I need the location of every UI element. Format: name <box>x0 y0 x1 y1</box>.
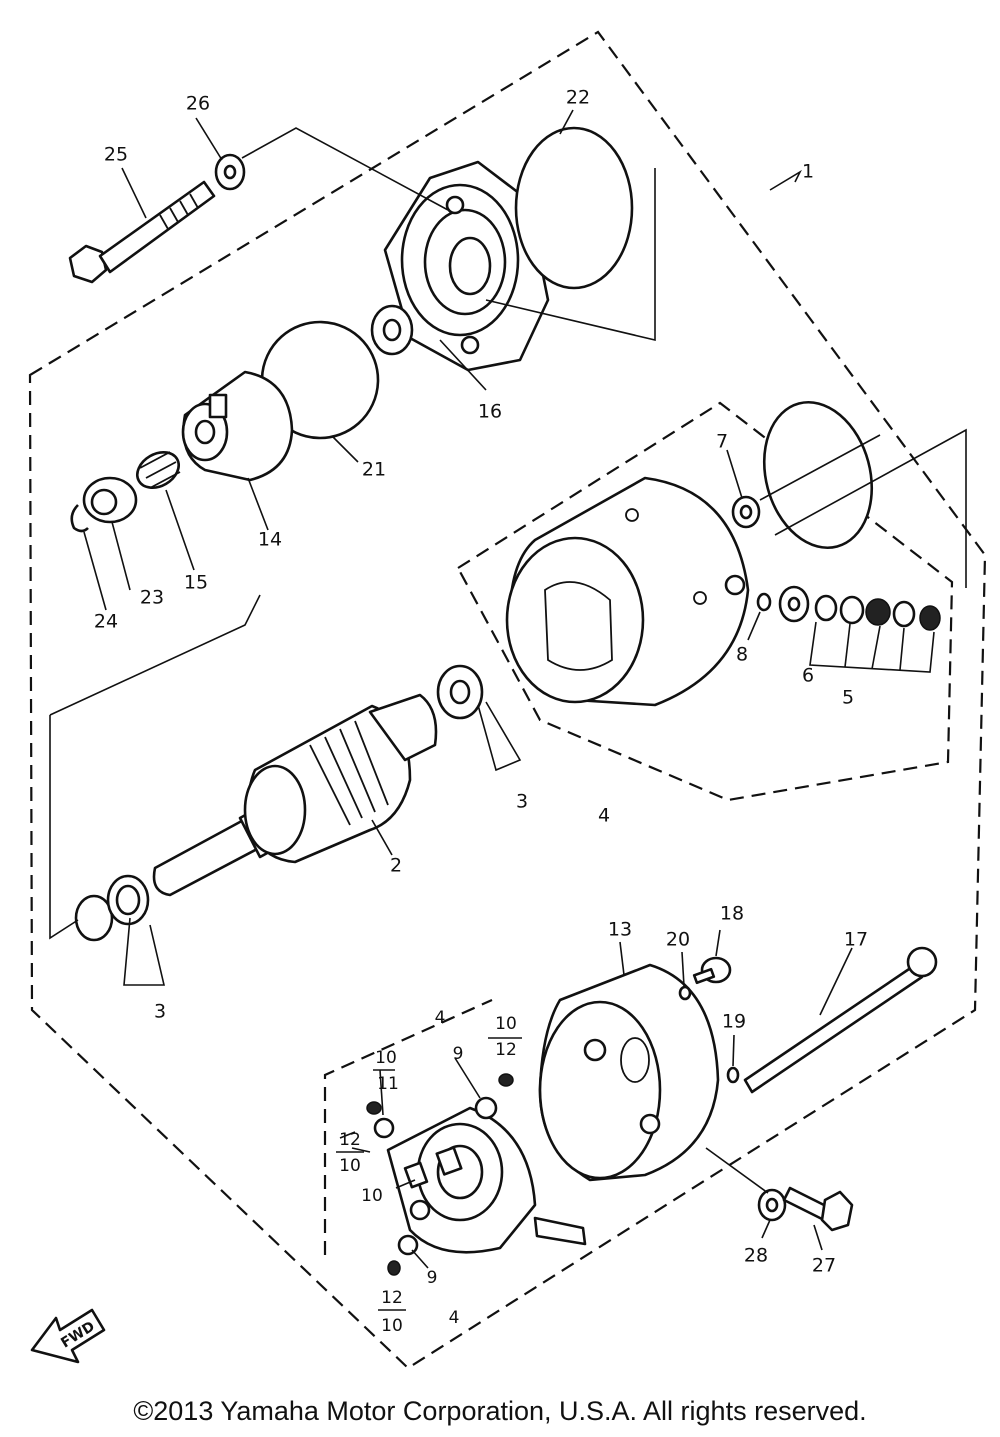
washer-19 <box>726 1066 740 1084</box>
callout-10-bottom: 10 <box>381 1316 403 1336</box>
label-part-4: 4 <box>598 805 610 827</box>
front-cover-16 <box>383 160 550 372</box>
rear-cover-13 <box>538 963 720 1182</box>
washers-3-left <box>74 874 150 942</box>
label-part-27: 27 <box>812 1255 836 1277</box>
label-part-17: 17 <box>844 929 868 951</box>
bracket-5 <box>809 621 935 673</box>
callout-4-top: 4 <box>435 1008 446 1028</box>
stopper-23 <box>82 476 138 524</box>
brush-holder <box>373 1096 587 1256</box>
label-part-2: 2 <box>390 855 402 877</box>
label-part-15: 15 <box>184 572 208 594</box>
through-bolt-17 <box>743 946 938 1094</box>
label-part-6: 6 <box>802 665 814 687</box>
label-part-23: 23 <box>140 587 164 609</box>
washer-6 <box>778 585 810 623</box>
callout-12-top: 12 <box>495 1040 517 1060</box>
washer-20 <box>678 985 692 1001</box>
callout-10-left: 10 <box>339 1156 361 1176</box>
label-part-7: 7 <box>716 431 728 453</box>
callout-4-bottom: 4 <box>449 1308 460 1328</box>
washer-26 <box>214 153 246 191</box>
leader-lines <box>49 109 967 1269</box>
label-part-21: 21 <box>362 459 386 481</box>
yoke-4 <box>505 476 750 707</box>
circlip-24 <box>70 504 89 533</box>
label-part-22: 22 <box>566 87 590 109</box>
copyright-notice: ©2013 Yamaha Motor Corporation, U.S.A. A… <box>133 1396 867 1426</box>
yoke-o-ring <box>762 400 874 550</box>
callout-10-upper-left: 10 <box>375 1048 397 1068</box>
callout-12-bottom: 12 <box>381 1288 403 1308</box>
label-part-16: 16 <box>478 401 502 423</box>
label-part-1: 1 <box>802 161 814 183</box>
label-part-26: 26 <box>186 93 210 115</box>
callout-9-bottom: 9 <box>427 1268 438 1288</box>
label-part-14: 14 <box>258 529 282 551</box>
armature-2 <box>152 693 438 897</box>
brush-boundary <box>323 998 493 1255</box>
spring-15 <box>136 451 181 489</box>
bolt-25 <box>68 180 216 284</box>
callout-10-middle: 10 <box>361 1186 383 1206</box>
o-ring-22 <box>514 126 634 290</box>
yoke-boundary <box>456 401 954 802</box>
label-part-3-right: 3 <box>516 791 528 813</box>
callout-12-left: 12 <box>339 1130 361 1150</box>
fwd-arrow-icon: FWD <box>30 1308 106 1364</box>
bolt-27 <box>782 1186 854 1232</box>
ring-8 <box>756 592 772 612</box>
callout-11: 11 <box>377 1074 399 1094</box>
label-part-3-left: 3 <box>154 1001 166 1023</box>
callout-10-top: 10 <box>495 1014 517 1034</box>
terminal-set-5 <box>814 594 941 631</box>
label-part-24: 24 <box>94 611 118 633</box>
assembly-boundary <box>28 30 987 1370</box>
label-part-13: 13 <box>608 919 632 941</box>
clutch-14 <box>181 370 294 482</box>
label-part-20: 20 <box>666 929 690 951</box>
bearing-seal <box>370 304 414 356</box>
nut-7 <box>731 495 761 529</box>
label-part-5: 5 <box>842 687 854 709</box>
label-part-18: 18 <box>720 903 744 925</box>
screw-18 <box>692 956 732 985</box>
label-part-28: 28 <box>744 1245 768 1267</box>
label-part-25: 25 <box>104 144 128 166</box>
washer-28 <box>757 1188 787 1222</box>
callout-9-top: 9 <box>453 1044 464 1064</box>
label-part-8: 8 <box>736 644 748 666</box>
label-part-19: 19 <box>722 1011 746 1033</box>
bearing-3-right <box>436 664 484 720</box>
